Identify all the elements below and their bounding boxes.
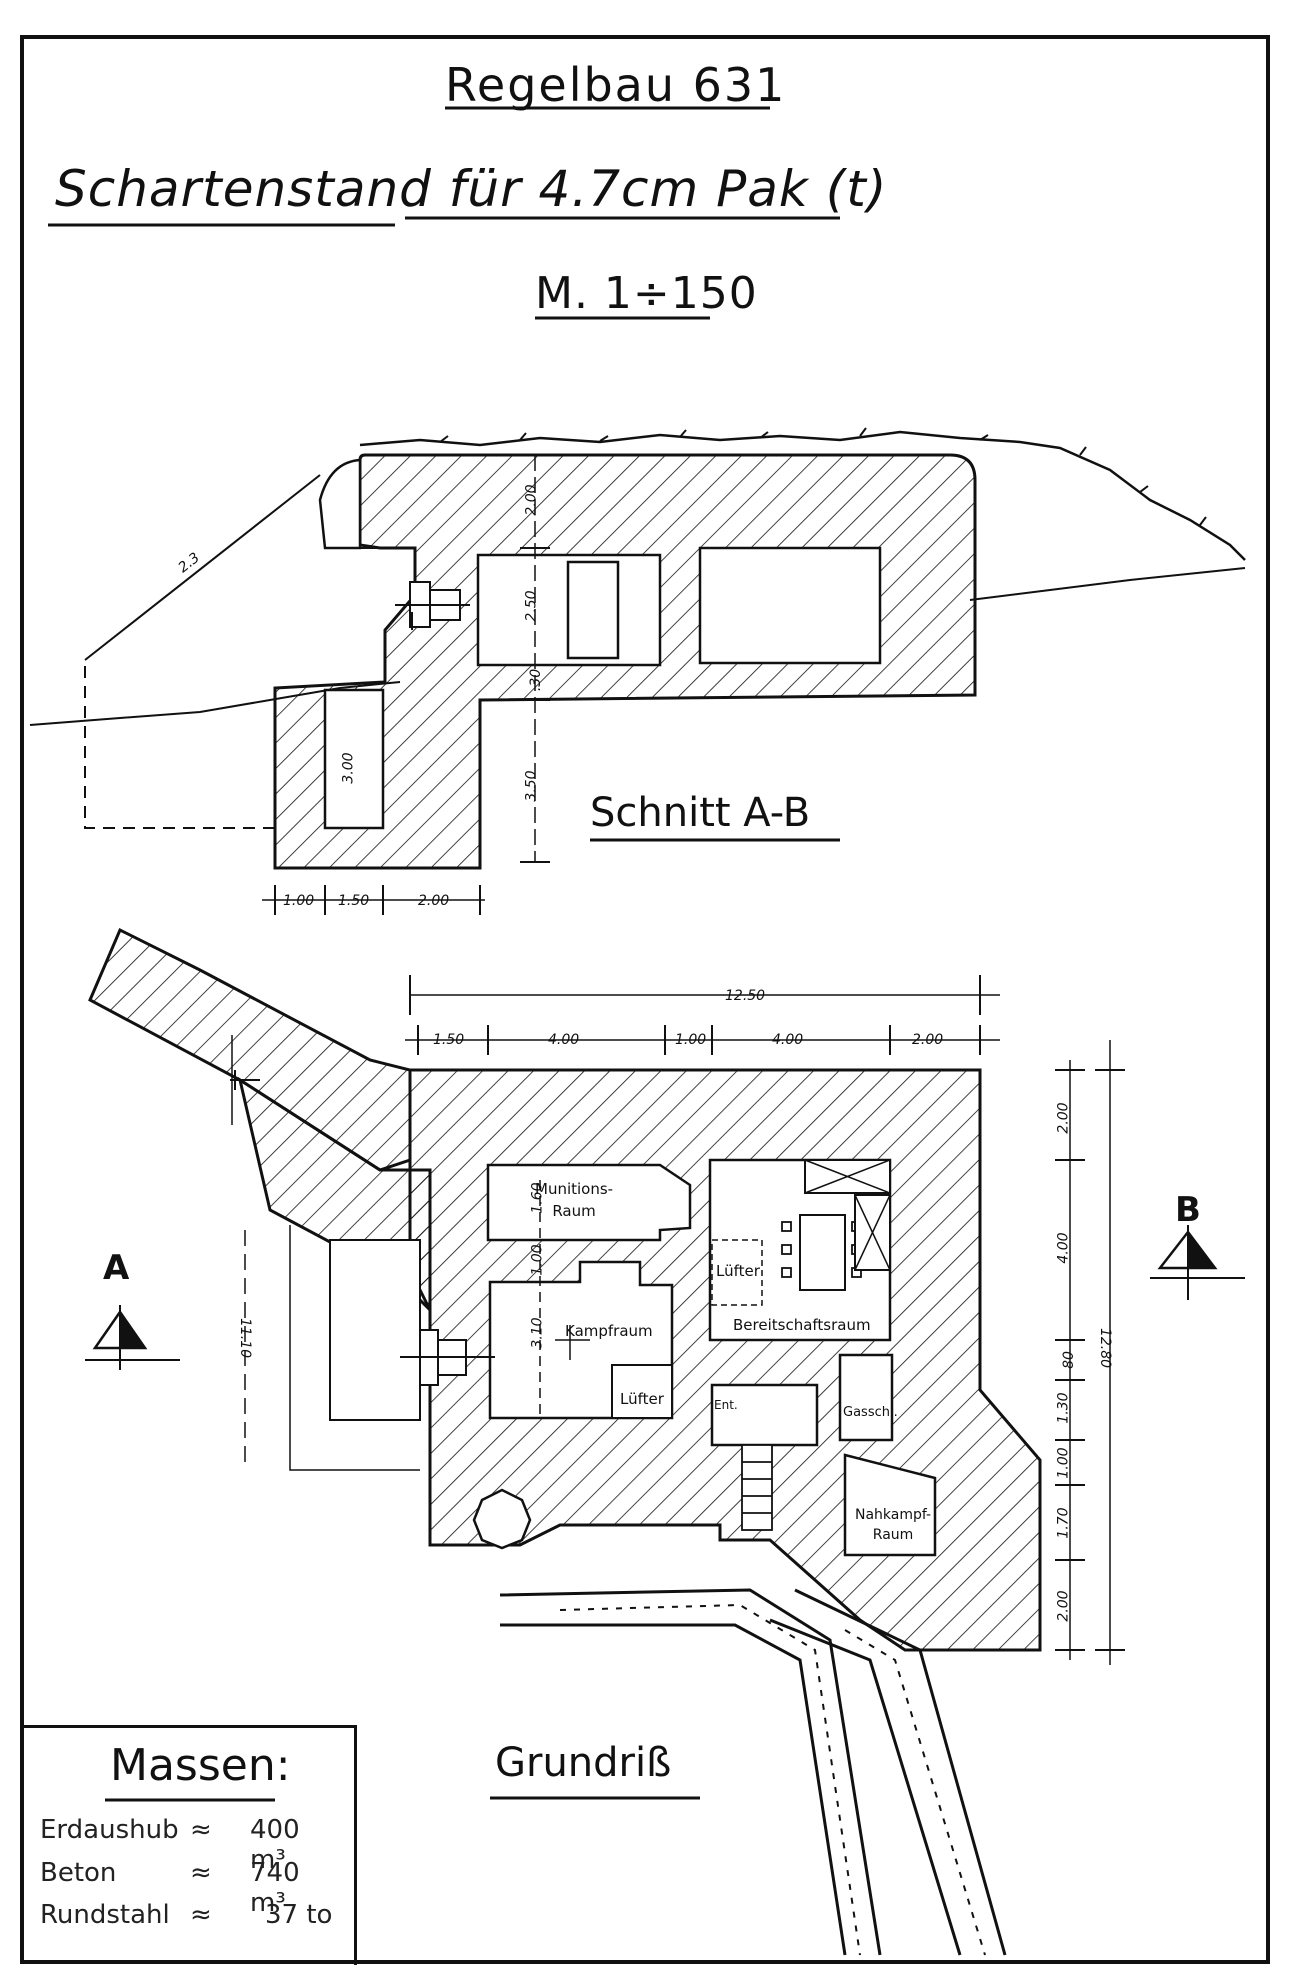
marker-a-label: A bbox=[103, 1248, 130, 1288]
luefter-box-bereit bbox=[711, 1239, 763, 1306]
label-nahkampfraum: Nahkampf- Raum bbox=[855, 1507, 932, 1543]
title-regelbau: Regelbau 631 bbox=[445, 58, 787, 112]
gasschl-room bbox=[838, 1353, 894, 1442]
dim-plan-right-5: 1.00 bbox=[1055, 1447, 1072, 1479]
label-munition-room: Munitions- Raum bbox=[535, 1180, 614, 1220]
plan-well bbox=[472, 1488, 532, 1550]
massen-value: 37 to bbox=[265, 1900, 333, 1930]
dim-plan-right-2: 4.00 bbox=[1055, 1232, 1072, 1264]
dim-plan-inner-3: 3.10 bbox=[529, 1317, 546, 1349]
massen-box bbox=[22, 1725, 357, 1965]
dim-plan-top-1: 1.50 bbox=[433, 1032, 465, 1048]
section-gun-icon bbox=[395, 581, 470, 630]
title-scale: M. 1÷150 bbox=[535, 268, 758, 319]
massen-value: 400 m³ bbox=[250, 1815, 300, 1875]
massen-sep: ≈ bbox=[190, 1815, 212, 1845]
dim-foundation: 3.50 bbox=[523, 770, 540, 802]
massen-value: 740 m³ bbox=[250, 1858, 300, 1918]
sheet-frame bbox=[20, 35, 1270, 1964]
plan-wing bbox=[88, 927, 412, 1172]
section-shaft bbox=[323, 688, 385, 830]
plan-gun-icon bbox=[400, 1329, 495, 1386]
massen-sep: ≈ bbox=[190, 1900, 212, 1930]
dim-plan-top-4: 4.00 bbox=[772, 1032, 804, 1048]
luefter-box-kampf bbox=[611, 1364, 673, 1419]
marker-a-icon bbox=[85, 1305, 180, 1370]
stairs bbox=[741, 1444, 773, 1531]
label-luefter-bereit: Lüfter bbox=[716, 1262, 760, 1280]
dim-roof: 2.00 bbox=[523, 484, 540, 516]
label-kampfraum: Kampfraum bbox=[565, 1322, 653, 1340]
dim-plan-right-3: 80 bbox=[1060, 1351, 1077, 1369]
plan-approach bbox=[329, 1239, 421, 1421]
plan-trench bbox=[499, 1588, 1007, 1956]
title-main: Schartenstand für 4.7cm Pak (t) bbox=[55, 160, 888, 218]
marker-b-label: B bbox=[1175, 1190, 1201, 1230]
massen-sep: ≈ bbox=[190, 1858, 212, 1888]
marker-b-icon bbox=[1150, 1225, 1245, 1300]
label-bereitschaftsraum: Bereitschaftsraum bbox=[733, 1316, 871, 1334]
nahkampf-room bbox=[843, 1453, 937, 1557]
section-view bbox=[29, 427, 1246, 915]
dim-plan-top-5: 2.00 bbox=[912, 1032, 944, 1048]
dim-room-height: 2.50 bbox=[523, 590, 540, 622]
dim-plan-inner-1: 1.60 bbox=[529, 1182, 546, 1214]
label-entgiftung: Ent. bbox=[714, 1398, 738, 1412]
section-front-wall bbox=[318, 458, 362, 550]
dim-plan-total: 12.50 bbox=[725, 988, 766, 1004]
ground-line-right bbox=[969, 567, 1246, 601]
dim-bottom-2: 1.50 bbox=[338, 893, 370, 909]
excavation-outline bbox=[84, 660, 275, 829]
dim-plan-top-3: 1.00 bbox=[675, 1032, 707, 1048]
dim-bottom-3: 2.00 bbox=[418, 893, 450, 909]
dim-plan-right-1: 2.00 bbox=[1055, 1102, 1072, 1134]
massen-label: Beton bbox=[40, 1858, 117, 1888]
dim-plan-right-7: 2.00 bbox=[1055, 1590, 1072, 1622]
section-room-right bbox=[698, 546, 882, 665]
dim-plan-left: 11.10 bbox=[237, 1317, 254, 1359]
earth-cover-line bbox=[359, 430, 1246, 561]
label-luefter-kampf: Lüfter bbox=[620, 1390, 664, 1408]
ent-room bbox=[710, 1383, 819, 1447]
massen-title: Massen: bbox=[110, 1740, 291, 1791]
dim-plan-right-4: 1.30 bbox=[1055, 1392, 1072, 1424]
dim-plan-right-total: 12.80 bbox=[1097, 1327, 1114, 1369]
bereitschaft-table bbox=[799, 1214, 846, 1291]
title-plan: Grundriß bbox=[495, 1740, 672, 1786]
dim-bottom-1: 1.00 bbox=[283, 893, 315, 909]
plan-view bbox=[85, 927, 1245, 1956]
excavation-slope bbox=[84, 474, 321, 661]
dim-plan-inner-2: 1.00 bbox=[529, 1244, 546, 1276]
dim-plan-top-2: 4.00 bbox=[548, 1032, 580, 1048]
dim-shaft: 3.00 bbox=[340, 752, 357, 784]
section-door bbox=[566, 560, 620, 660]
title-section: Schnitt A-B bbox=[590, 790, 811, 836]
dim-floor: .30 bbox=[528, 668, 545, 692]
massen-label: Erdaushub bbox=[40, 1815, 179, 1845]
munition-room bbox=[486, 1163, 692, 1242]
label-gasschleuse: Gasschl. bbox=[843, 1405, 898, 1420]
massen-label: Rundstahl bbox=[40, 1900, 170, 1930]
dim-plan-right-6: 1.70 bbox=[1055, 1507, 1072, 1539]
